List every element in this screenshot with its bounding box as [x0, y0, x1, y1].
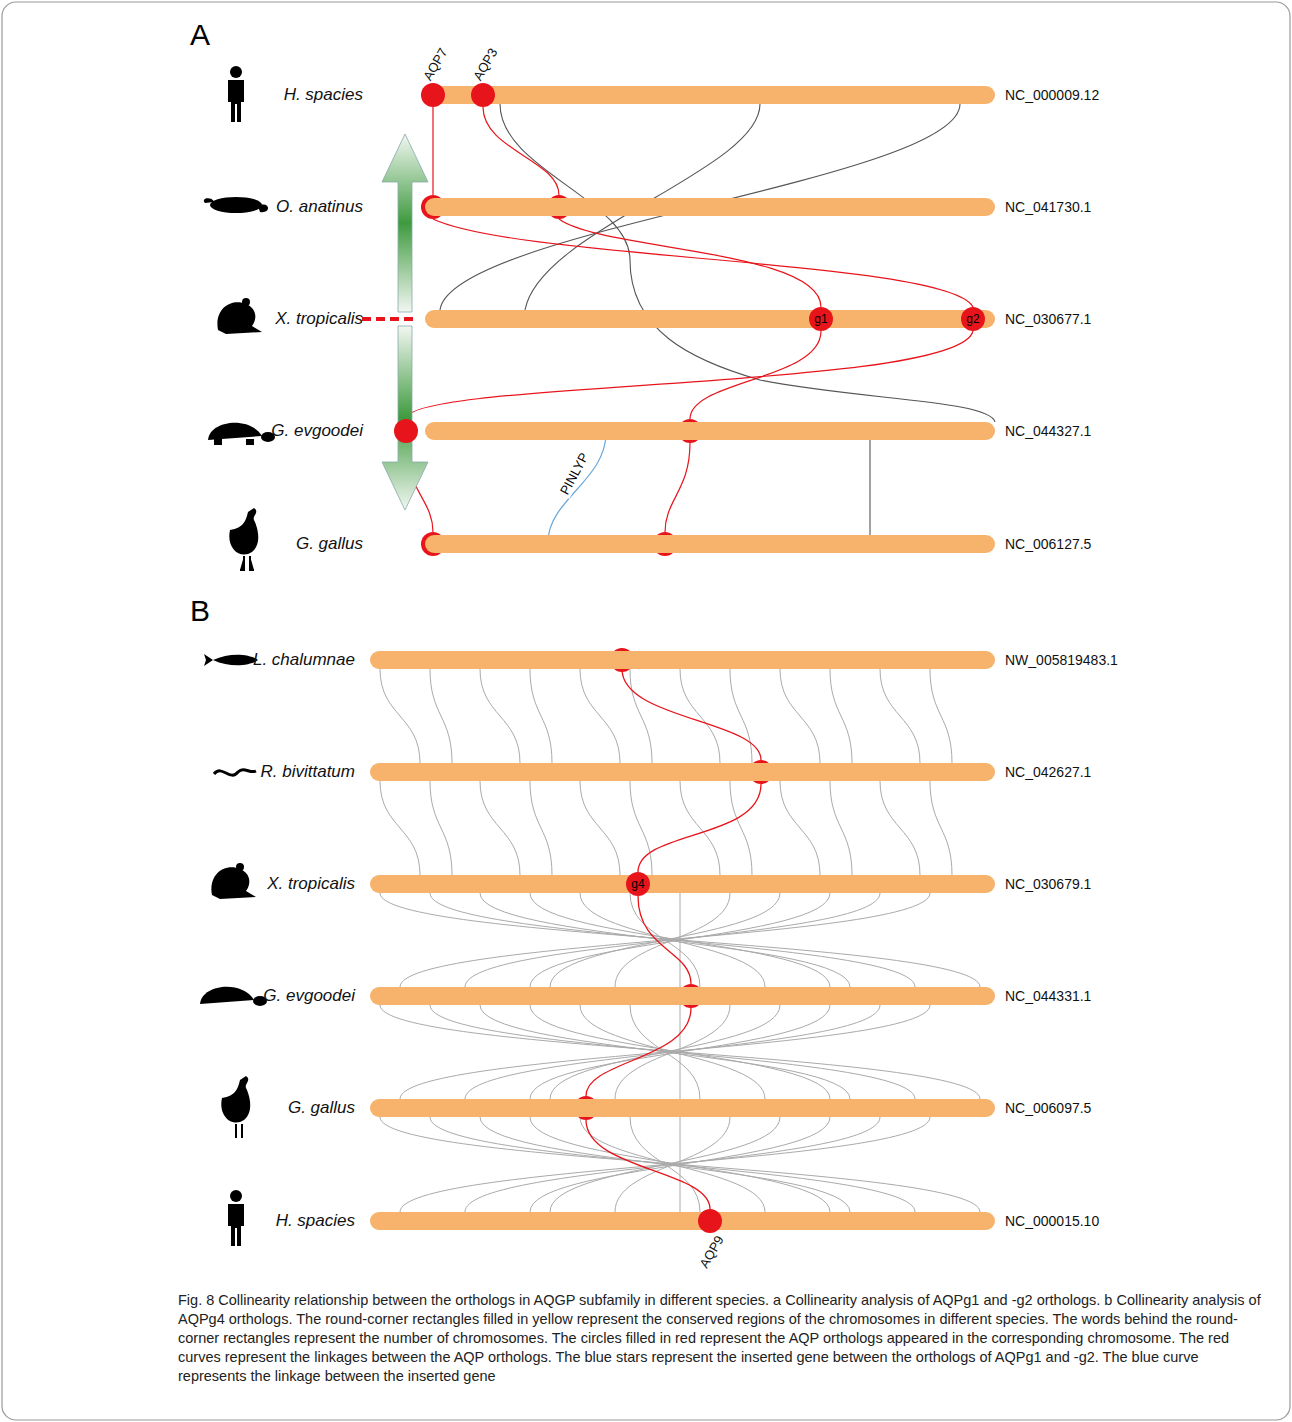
ortholog-circle: AQP9 [698, 1209, 722, 1233]
gene-label: g2 [966, 312, 979, 326]
chromosome-bar: X. tropicalisNC_030679.1g4 [370, 875, 995, 893]
collinear-link [530, 669, 552, 763]
ortholog-circle: g4 [626, 872, 650, 896]
species-name: L. chalumnae [253, 650, 355, 670]
collinear-link [830, 781, 852, 875]
collinear-link [880, 669, 920, 763]
collinear-link [400, 893, 930, 987]
species-name: H. spacies [276, 1211, 355, 1231]
collinear-link [930, 669, 952, 763]
collinear-link [430, 669, 452, 763]
chromosome-id: NC_000009.12 [1005, 87, 1099, 103]
gene-label: g4 [631, 877, 644, 891]
chromosome-id: NC_006127.5 [1005, 536, 1091, 552]
collinear-link [530, 1005, 830, 1099]
species-name: G. evgoodei [263, 986, 355, 1006]
collinear-link [480, 669, 520, 763]
panel-label: B [190, 594, 210, 628]
chromosome-bar: G. evgoodeiNC_044331.1 [370, 987, 995, 1005]
ortholog-circle: g2 [961, 307, 985, 331]
collinear-link [830, 669, 852, 763]
collinear-link [630, 669, 652, 763]
collinear-link [580, 669, 620, 763]
collinear-link [430, 781, 452, 875]
chromosome-id: NW_005819483.1 [1005, 652, 1118, 668]
chromosome-bar: H. spaciesNC_000009.12AQP7AQP3 [425, 86, 995, 104]
collinear-link [400, 1117, 930, 1212]
ortholog-circle: AQP3 [471, 83, 495, 107]
collinear-link [430, 1005, 915, 1099]
collinear-link [465, 1117, 880, 1212]
chromosome-bar: X. tropicalisNC_030677.1g1g2 [425, 310, 995, 328]
collinear-link [730, 669, 752, 763]
chromosome-bar: G. gallusNC_006097.5 [370, 1099, 995, 1117]
collinear-link [430, 1117, 915, 1212]
gene-motif-label: PINLYP [556, 448, 592, 499]
chromosome-id: NC_006097.5 [1005, 1100, 1091, 1116]
collinear-link [530, 781, 552, 875]
collinear-link [680, 669, 720, 763]
chromosome-bar: H. spaciesNC_000015.10AQP9 [370, 1212, 995, 1230]
collinear-link [530, 893, 830, 987]
collinear-link [380, 669, 420, 763]
collinear-link [430, 893, 915, 987]
chromosome-id: NC_044327.1 [1005, 423, 1091, 439]
collinear-link [880, 781, 920, 875]
species-name: G. gallus [288, 1098, 355, 1118]
chromosome-id: NC_041730.1 [1005, 199, 1091, 215]
collinear-link [780, 669, 820, 763]
collinear-link [380, 781, 420, 875]
species-name: X. tropicalis [275, 309, 363, 329]
collinear-link [530, 893, 830, 987]
ortholog-circle: AQP7 [421, 83, 445, 107]
ortholog-circle: g1 [809, 307, 833, 331]
chromosome-bar: L. chalumnaeNW_005819483.1 [370, 651, 995, 669]
collinear-link [530, 1117, 830, 1212]
collinear-link [400, 1005, 930, 1099]
collinear-link [930, 781, 952, 875]
gene-label: g1 [814, 312, 827, 326]
gene-label: AQP3 [470, 45, 500, 83]
chromosome-bar: G. evgoodeiNC_044327.1 [425, 422, 995, 440]
chromosome-id: NC_030679.1 [1005, 876, 1091, 892]
chromosome-bar: G. gallusNC_006127.5 [425, 535, 995, 553]
collinear-link [730, 781, 752, 875]
chromosome-id: NC_042627.1 [1005, 764, 1091, 780]
collinear-link [480, 781, 520, 875]
chromosome-bar: R. bivittatumNC_042627.1 [370, 763, 995, 781]
collinear-link [465, 893, 880, 987]
chromosome-id: NC_030677.1 [1005, 311, 1091, 327]
collinear-link [380, 1005, 980, 1099]
panel-label: A [190, 18, 210, 52]
species-name: O. anatinus [276, 197, 363, 217]
collinear-link [380, 893, 980, 987]
gene-label: AQP7 [420, 45, 450, 83]
collinear-link [530, 1005, 830, 1099]
collinear-link [580, 781, 620, 875]
collinear-link [780, 781, 820, 875]
species-name: X. tropicalis [267, 874, 355, 894]
species-name: G. evgoodei [271, 421, 363, 441]
chromosome-bar: O. anatinusNC_041730.1 [425, 198, 995, 216]
species-name: R. bivittatum [261, 762, 355, 782]
gene-label: AQP9 [697, 1233, 727, 1271]
chromosome-id: NC_044331.1 [1005, 988, 1091, 1004]
collinear-link [530, 1117, 830, 1212]
species-name: G. gallus [296, 534, 363, 554]
species-name: H. spacies [284, 85, 363, 105]
figure-caption: Fig. 8 Collinearity relationship between… [178, 1291, 1270, 1386]
chromosome-id: NC_000015.10 [1005, 1213, 1099, 1229]
collinear-link [380, 1117, 980, 1212]
collinear-link [465, 1005, 880, 1099]
